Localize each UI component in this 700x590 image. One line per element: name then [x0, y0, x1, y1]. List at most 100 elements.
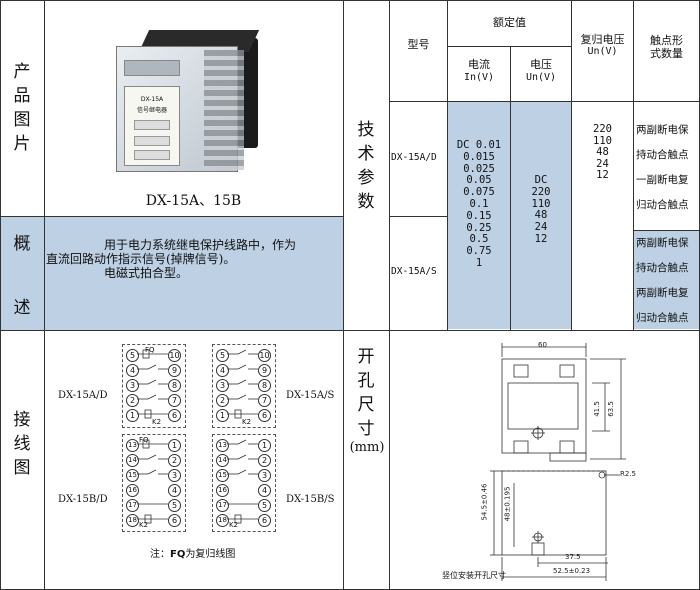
- reset-value: 24: [596, 157, 609, 170]
- pin: 1: [258, 439, 271, 452]
- pin: 14: [126, 454, 139, 467]
- pin: 3: [126, 379, 139, 392]
- relay-flag-window: [134, 120, 170, 130]
- relay-flag-window: [134, 136, 170, 146]
- pin: 8: [168, 379, 181, 392]
- contact-line: 持动合触点: [636, 149, 689, 161]
- current-value: 0.025: [463, 162, 495, 175]
- divider-mid-a: [343, 0, 344, 590]
- header-voltage-text: 电压: [530, 58, 552, 71]
- model-d: DX-15A/D: [391, 152, 437, 163]
- header-model: 型号: [407, 38, 430, 51]
- label-char: 接: [13, 410, 31, 430]
- divider-row1: [0, 216, 343, 217]
- pin: 3: [216, 379, 229, 392]
- label-char: 产: [13, 62, 31, 82]
- cutout-drawing: [490, 343, 626, 581]
- pin: 18: [126, 514, 139, 527]
- label-char: 尺: [357, 395, 375, 415]
- pin: 16: [216, 484, 229, 497]
- cutout-dim-63-5: 63.5: [606, 401, 615, 417]
- label-char: 孔: [357, 371, 375, 391]
- pin: 17: [216, 499, 229, 512]
- model-s: DX-15A/S: [391, 266, 437, 277]
- pin: 5: [168, 499, 181, 512]
- current-value: 0.5: [469, 233, 489, 246]
- relay-top-bar: [124, 60, 180, 76]
- k2-coil-label: K2: [152, 418, 162, 426]
- pin: 9: [168, 364, 181, 377]
- header-current: 电流 In(V): [448, 58, 510, 84]
- header-contacts-1: 触点形: [650, 34, 683, 47]
- wiring-note-prefix: 注：: [150, 549, 170, 560]
- current-value: 0.075: [463, 186, 495, 199]
- wiring-note-suffix: 为复归线图: [185, 549, 236, 560]
- label-char: 品: [13, 86, 31, 106]
- contact-line: 两副断电保: [636, 237, 689, 249]
- header-reset: 复归电压 Un(V): [572, 34, 633, 58]
- header-current-text: 电流: [468, 58, 490, 71]
- contact-line: 归动合触点: [636, 312, 689, 324]
- voltage-value: 12: [534, 232, 548, 245]
- pin: 6: [168, 514, 181, 527]
- tbl-h1: [447, 46, 571, 47]
- contact-line: 归动合触点: [636, 199, 689, 211]
- pin: 9: [258, 364, 271, 377]
- header-voltage-unit: Un(V): [525, 72, 557, 83]
- label-char: 开: [357, 347, 375, 367]
- cutout-dim-54-5: 54.5±0.46: [480, 483, 489, 521]
- wiring-diagram-a-s: [212, 344, 276, 428]
- product-photo: DX-15A 信号继电器: [108, 28, 268, 188]
- header-contacts-2: 式数量: [650, 47, 683, 60]
- contacts-d: 两副断电保 持动合触点 一副断电复 归动合触点: [636, 118, 698, 218]
- wiring-diagram-b-s: [212, 434, 276, 532]
- label-char: 寸: [357, 419, 375, 439]
- overview-line-3: 电磁式拍合型。: [104, 266, 189, 280]
- border-left: [0, 0, 1, 590]
- wiring-name-a-d: DX-15A/D: [58, 390, 108, 401]
- current-cell: [448, 102, 510, 329]
- wiring-name-b-d: DX-15B/D: [58, 494, 108, 505]
- label-char: 图: [13, 110, 31, 130]
- contacts-cell-s: [634, 231, 699, 329]
- wiring-name-a-s: DX-15A/S: [286, 390, 335, 401]
- tbl-h-model: [389, 216, 447, 217]
- pin: 7: [168, 394, 181, 407]
- current-value: 0.05: [466, 174, 492, 187]
- pin: 4: [126, 364, 139, 377]
- pin: 4: [168, 484, 181, 497]
- pin: 2: [126, 394, 139, 407]
- contact-line: 一副断电复: [636, 174, 689, 186]
- pin: 7: [258, 394, 271, 407]
- current-values: DC 0.01 0.015 0.025 0.05 0.075 0.1 0.15 …: [448, 139, 510, 270]
- tbl-v4: [633, 0, 634, 330]
- pin: 15: [126, 469, 139, 482]
- voltage-value: 24: [534, 221, 548, 234]
- pin: 1: [126, 409, 139, 422]
- product-model-caption: DX-15A、15B: [145, 193, 242, 209]
- contact-line: 两副断电保: [636, 124, 689, 136]
- current-value: 0.1: [469, 197, 489, 210]
- pin: 2: [216, 394, 229, 407]
- pin: 6: [258, 514, 271, 527]
- label-char: 概: [13, 234, 31, 254]
- wiring-diagram-a-d: [122, 344, 186, 428]
- pin: 6: [258, 409, 271, 422]
- pin: 4: [216, 364, 229, 377]
- relay-face-label-2: 信号继电器: [136, 106, 167, 114]
- pin: 14: [216, 454, 229, 467]
- overview-line-2: 直流回路动作指示信号(掉牌信号)。: [46, 252, 236, 266]
- contacts-s: 两副断电保 持动合触点 两副断电复 归动合触点: [636, 231, 698, 331]
- pin: 8: [258, 379, 271, 392]
- pin: 1: [216, 409, 229, 422]
- wiring-note-fq: FQ: [170, 549, 186, 560]
- cutout-dim-41-5: 41.5: [592, 401, 601, 417]
- wiring-lines-b-s: [227, 439, 258, 524]
- overview-text-cell: [45, 217, 343, 330]
- label-char: 术: [357, 144, 375, 164]
- pin: 13: [216, 439, 229, 452]
- cutout-dim-48: 48±0.195: [503, 486, 512, 522]
- current-value: 0.25: [466, 221, 492, 234]
- reset-value: 220: [593, 123, 612, 135]
- divider-left-label: [44, 0, 45, 590]
